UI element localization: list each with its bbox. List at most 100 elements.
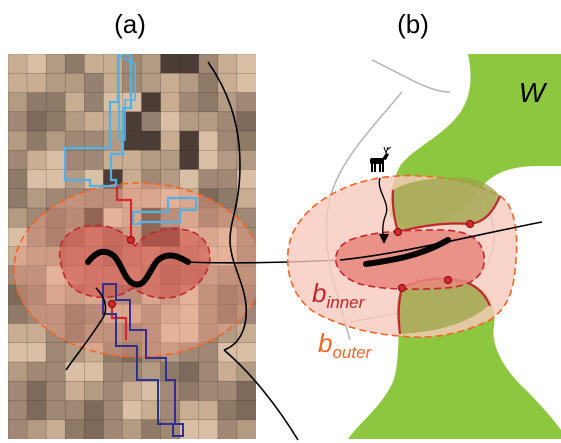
- raster-cell: [160, 72, 181, 94]
- habitat-edge-upper: [391, 189, 502, 234]
- panel-b: (b) W binner bouter: [286, 9, 561, 439]
- raster-cell: [217, 400, 238, 421]
- raster-cell: [179, 149, 200, 171]
- raster-cell: [84, 54, 104, 74]
- raster-cell: [122, 361, 143, 382]
- raster-cell: [64, 361, 85, 382]
- inner-buffer-zone-b: [334, 229, 485, 290]
- raster-cell: [26, 361, 47, 382]
- raster-cell: [198, 342, 219, 363]
- raster-cell: [160, 111, 181, 132]
- b-outer-label: bouter: [318, 328, 373, 362]
- raster-cell: [64, 149, 85, 171]
- raster-cell: [217, 380, 238, 402]
- raster-cell: [26, 130, 47, 151]
- raster-cell: [236, 92, 256, 113]
- raster-cell: [236, 72, 256, 94]
- arrow-head: [379, 234, 389, 244]
- raster-cell: [26, 419, 47, 439]
- raster-cell: [64, 72, 85, 94]
- animal-movement-arrow: [378, 177, 388, 241]
- raster-cell: [179, 361, 200, 382]
- raster-cell: [26, 149, 47, 171]
- connection-node-b-2: [465, 219, 475, 229]
- raster-cell: [179, 130, 200, 151]
- raster-cell: [217, 361, 238, 382]
- raster-cell: [198, 169, 219, 190]
- raster-cell: [179, 400, 200, 421]
- panel-a-label: (a): [114, 9, 146, 39]
- raster-cell: [45, 92, 66, 113]
- raster-cell: [103, 111, 124, 132]
- raster-cell: [160, 54, 181, 74]
- raster-cell: [8, 400, 28, 421]
- raster-cell: [26, 54, 47, 74]
- connection-node-b-3: [397, 283, 407, 293]
- raster-cell: [160, 400, 181, 421]
- raster-cell: [64, 92, 85, 113]
- raster-cell: [45, 419, 66, 439]
- raster-cell: [103, 72, 124, 94]
- raster-cell: [160, 149, 181, 171]
- habitat-edge-overlap-lower: [397, 278, 488, 334]
- raster-cell: [26, 380, 47, 402]
- raster-cell: [26, 188, 47, 209]
- stream-line-a-right: [207, 61, 248, 351]
- raster-cell: [45, 342, 66, 363]
- connection-node-a-2: [107, 299, 117, 309]
- raster-cell: [26, 400, 47, 421]
- habitat-edge-overlap-upper: [392, 177, 500, 232]
- raster-cell: [236, 111, 256, 132]
- raster-cell: [8, 207, 28, 228]
- raster-cell: [8, 419, 28, 439]
- raster-cell: [122, 72, 143, 94]
- raster-cell: [160, 361, 181, 382]
- b-outer-sub: outer: [332, 343, 372, 362]
- raster-cell: [198, 400, 219, 421]
- panel-a-buffers: [13, 182, 256, 358]
- raster-cell: [45, 361, 66, 382]
- connector-path-red: [110, 186, 133, 340]
- stream-line-link: [223, 349, 299, 441]
- raster-cell: [103, 419, 124, 439]
- raster-cell: [84, 92, 104, 113]
- raster-cell: [141, 111, 162, 132]
- raster-cell: [84, 149, 104, 171]
- raster-cell: [8, 130, 28, 151]
- raster-cell: [198, 419, 219, 439]
- raster-cell: [122, 380, 143, 402]
- raster-cell: [160, 130, 181, 151]
- raster-cell: [84, 400, 104, 421]
- inner-buffer-zone-a: [58, 224, 211, 299]
- raster-cell: [64, 54, 85, 74]
- raster-cell: [26, 92, 47, 113]
- raster-cell: [141, 92, 162, 113]
- lower-path-darkblue: [102, 283, 184, 437]
- b-outer-base: b: [318, 328, 332, 358]
- raster-cell: [198, 72, 219, 94]
- road-segment-b: [363, 237, 451, 267]
- raster-cell: [141, 149, 162, 171]
- raster-cell: [45, 111, 66, 132]
- raster-cell: [103, 400, 124, 421]
- raster-cell: [45, 130, 66, 151]
- raster-cell: [45, 169, 66, 190]
- raster-cell: [84, 380, 104, 402]
- raster-cell: [179, 169, 200, 190]
- raster-cell: [8, 111, 28, 132]
- raster-cell: [141, 130, 162, 151]
- raster-cell: [26, 342, 47, 363]
- raster-cell: [236, 419, 256, 439]
- raster-cell: [236, 380, 256, 402]
- raster-cell: [8, 169, 28, 190]
- raster-cell: [64, 380, 85, 402]
- raster-cell: [26, 111, 47, 132]
- raster-cell: [217, 419, 238, 439]
- raster-cell: [236, 188, 256, 209]
- raster-cell: [236, 342, 256, 363]
- raster-cell: [160, 380, 181, 402]
- raster-cell: [217, 169, 238, 190]
- raster-cell: [217, 130, 238, 151]
- raster-cell: [236, 323, 256, 344]
- raster-cell: [198, 361, 219, 382]
